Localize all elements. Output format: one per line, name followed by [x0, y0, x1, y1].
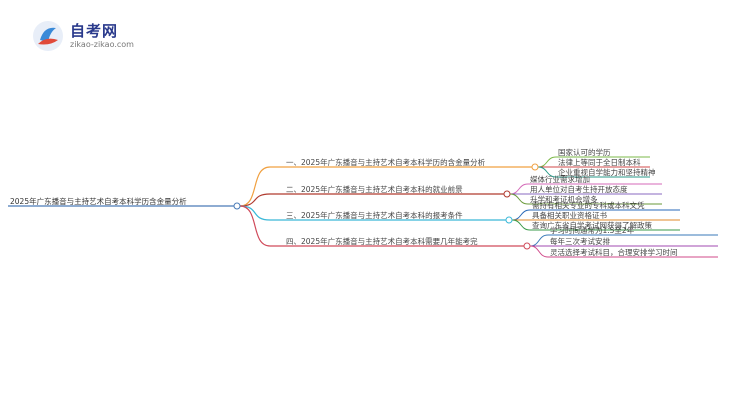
branch-connector: [239, 193, 271, 207]
root-node-label: 2025年广东播音与主持艺术自考本科学历含金量分析: [10, 196, 187, 206]
child-label: 法律上等同于全日制本科: [558, 157, 641, 167]
branch-node-dot[interactable]: [505, 216, 513, 224]
branch-node-dot[interactable]: [531, 163, 539, 171]
child-label: 查询广东省自学考试网获得了解政策: [532, 220, 652, 230]
branch-connector: [239, 205, 271, 221]
branch-node-dot[interactable]: [503, 190, 511, 198]
site-logo[interactable]: 自考网 zikao-zikao.com: [30, 18, 170, 54]
child-connector: [537, 156, 557, 168]
logo-title: 自考网: [70, 22, 119, 40]
child-connector: [511, 209, 531, 221]
branch-label-3: 三、2025年广东播音与主持艺术自考本科的报考条件: [286, 210, 463, 220]
branch-connector: [239, 205, 271, 247]
child-label: 升学和考证机会增多: [530, 194, 598, 204]
child-connector: [537, 166, 557, 178]
branch-label-1: 一、2025年广东播音与主持艺术自考本科学历的含金量分析: [286, 157, 486, 167]
branch-label-4: 四、2025年广东播音与主持艺术自考本科需要几年能考完: [286, 236, 478, 246]
branch-node-dot[interactable]: [523, 242, 531, 250]
child-label: 媒体行业需求增加: [530, 174, 590, 184]
child-label: 学习时间通常为1.5至2年: [550, 225, 635, 235]
logo-subtitle: zikao-zikao.com: [70, 40, 134, 49]
child-connector: [529, 234, 549, 247]
branch-label-2: 二、2025年广东播音与主持艺术自考本科的就业前景: [286, 184, 463, 194]
child-connector: [509, 183, 529, 195]
logo-icon: [33, 21, 63, 51]
child-label: 具备相关职业资格证书: [532, 210, 607, 220]
child-connector: [511, 219, 531, 231]
child-label: 灵活选择考试科目，合理安排学习时间: [550, 247, 678, 257]
child-label: 用人单位对自考生持开放态度: [530, 184, 628, 194]
child-connector: [529, 245, 549, 258]
child-label: 企业重视自学能力和坚持精神: [558, 167, 656, 177]
child-label: 国家认可的学历: [558, 147, 611, 157]
branch-connector: [239, 166, 271, 207]
child-label: 需持有相关专业的专科或本科文凭: [532, 200, 645, 210]
child-label: 每年三次考试安排: [550, 236, 610, 246]
child-connector: [509, 193, 529, 205]
root-node-dot[interactable]: [233, 202, 241, 210]
